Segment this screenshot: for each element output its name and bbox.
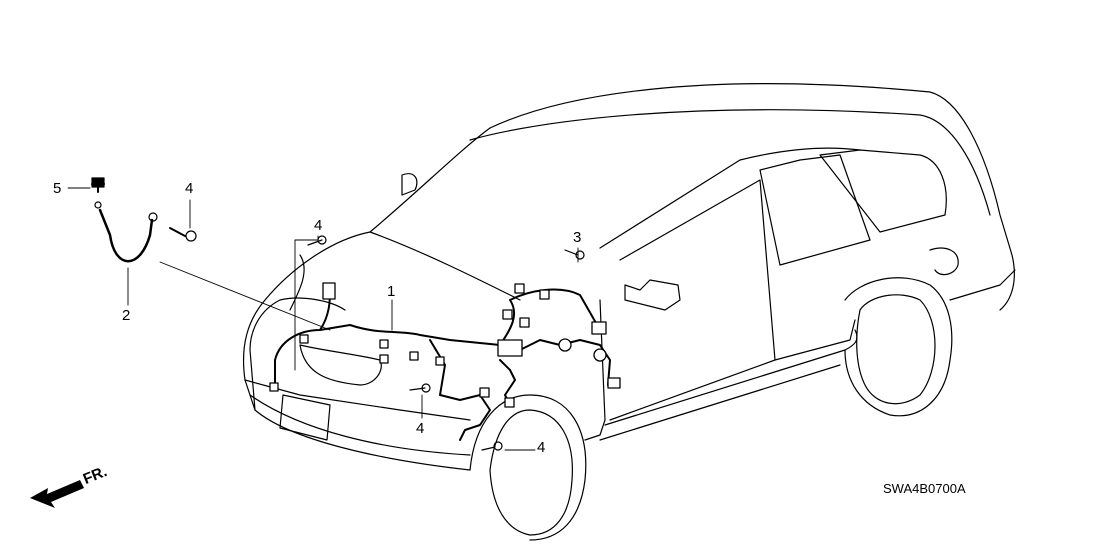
callout-5: 5: [53, 180, 62, 197]
callout-4: 4: [537, 439, 546, 456]
suv-outline: [242, 83, 1016, 541]
bolts: [307, 235, 585, 451]
callout-3: 3: [573, 229, 582, 246]
callout-1: 1: [387, 283, 396, 300]
ground-cable: [91, 177, 197, 263]
front-direction-arrow-icon: [30, 480, 84, 508]
callout-4: 4: [314, 217, 323, 234]
connectors: [269, 282, 621, 408]
callout-4: 4: [185, 180, 194, 197]
callout-4: 4: [416, 420, 425, 437]
leader-lines: [67, 187, 579, 451]
diagram-code: SWA4B0700A: [883, 481, 966, 496]
callout-2: 2: [122, 307, 131, 324]
